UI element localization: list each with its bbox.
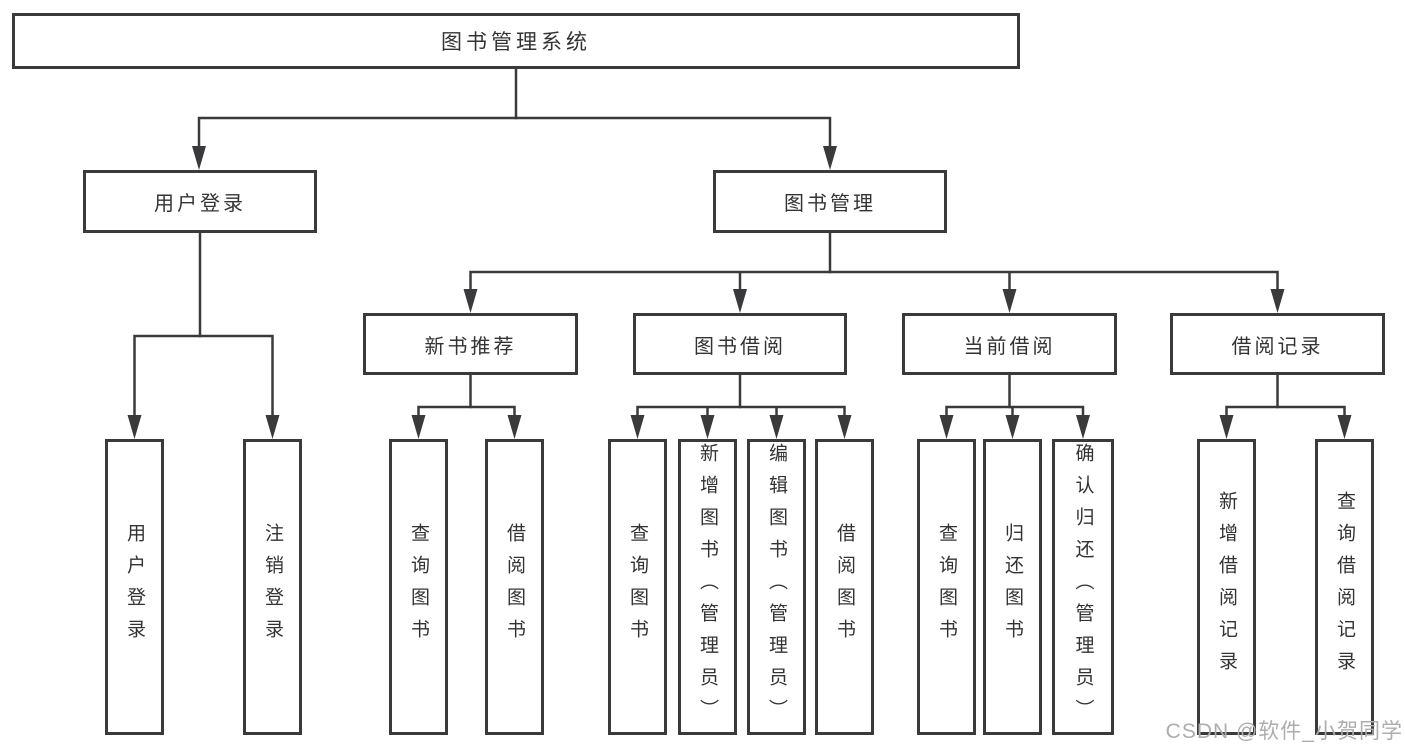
node-book-borrow: 图书借阅	[633, 313, 847, 375]
node-leaf-query-borrow-record: 查询借阅记录	[1315, 439, 1374, 735]
node-leaf-query-book-3: 查询图书	[917, 439, 976, 735]
node-leaf-confirm-return-admin: 确认归还（管理员）	[1052, 439, 1114, 735]
node-label: 新书推荐	[424, 335, 517, 358]
node-label: 图书管理	[784, 193, 876, 215]
node-leaf-borrow-book-1: 借阅图书	[485, 439, 544, 735]
node-leaf-return-book: 归还图书	[983, 439, 1042, 735]
node-label: 查询借阅记录	[1334, 491, 1355, 683]
node-borrow-record: 借阅记录	[1170, 313, 1385, 375]
node-label: 借阅图书	[504, 523, 525, 651]
node-leaf-query-book-2: 查询图书	[608, 439, 667, 735]
node-label: 用户登录	[124, 523, 145, 651]
connector-root-to-level1	[192, 69, 837, 170]
node-label: 确认归还（管理员）	[1072, 443, 1094, 731]
node-leaf-edit-book-admin: 编辑图书（管理员）	[747, 439, 806, 735]
node-label: 编辑图书（管理员）	[766, 443, 787, 731]
node-label: 查询图书	[408, 523, 429, 651]
node-leaf-logout: 注销登录	[243, 439, 302, 735]
connector-user-login-children	[127, 233, 280, 439]
connector-book-borrow-children	[630, 375, 852, 439]
node-label: 图书管理系统	[441, 31, 591, 54]
node-user-login: 用户登录	[83, 170, 317, 233]
node-label: 当前借阅	[963, 335, 1056, 358]
node-book-management: 图书管理	[713, 170, 947, 233]
node-label: 借阅记录	[1231, 335, 1324, 358]
connector-new-book-children	[411, 375, 522, 439]
connector-current-borrow-children	[939, 375, 1090, 439]
watermark-text: CSDN @软件_小贺同学	[1165, 720, 1403, 743]
node-label: 新增借阅记录	[1216, 491, 1237, 683]
node-leaf-user-login: 用户登录	[105, 439, 164, 735]
node-label: 新增图书（管理员）	[697, 443, 718, 731]
node-leaf-borrow-book-2: 借阅图书	[815, 439, 874, 735]
node-leaf-add-borrow-record: 新增借阅记录	[1197, 439, 1256, 735]
connector-borrow-record-children	[1219, 375, 1352, 439]
node-label: 图书借阅	[694, 335, 786, 358]
node-label: 借阅图书	[834, 523, 855, 651]
node-label: 查询图书	[936, 523, 957, 651]
node-root-system: 图书管理系统	[12, 13, 1020, 69]
connector-book-mgmt-children	[463, 233, 1285, 313]
node-new-book-recommend: 新书推荐	[363, 313, 578, 375]
node-leaf-add-book-admin: 新增图书（管理员）	[678, 439, 737, 735]
node-current-borrow: 当前借阅	[902, 313, 1117, 375]
node-label: 归还图书	[1002, 523, 1023, 651]
node-label: 查询图书	[627, 523, 648, 651]
node-leaf-query-book-1: 查询图书	[389, 439, 448, 735]
node-label: 注销登录	[262, 523, 283, 651]
node-label: 用户登录	[154, 193, 246, 215]
